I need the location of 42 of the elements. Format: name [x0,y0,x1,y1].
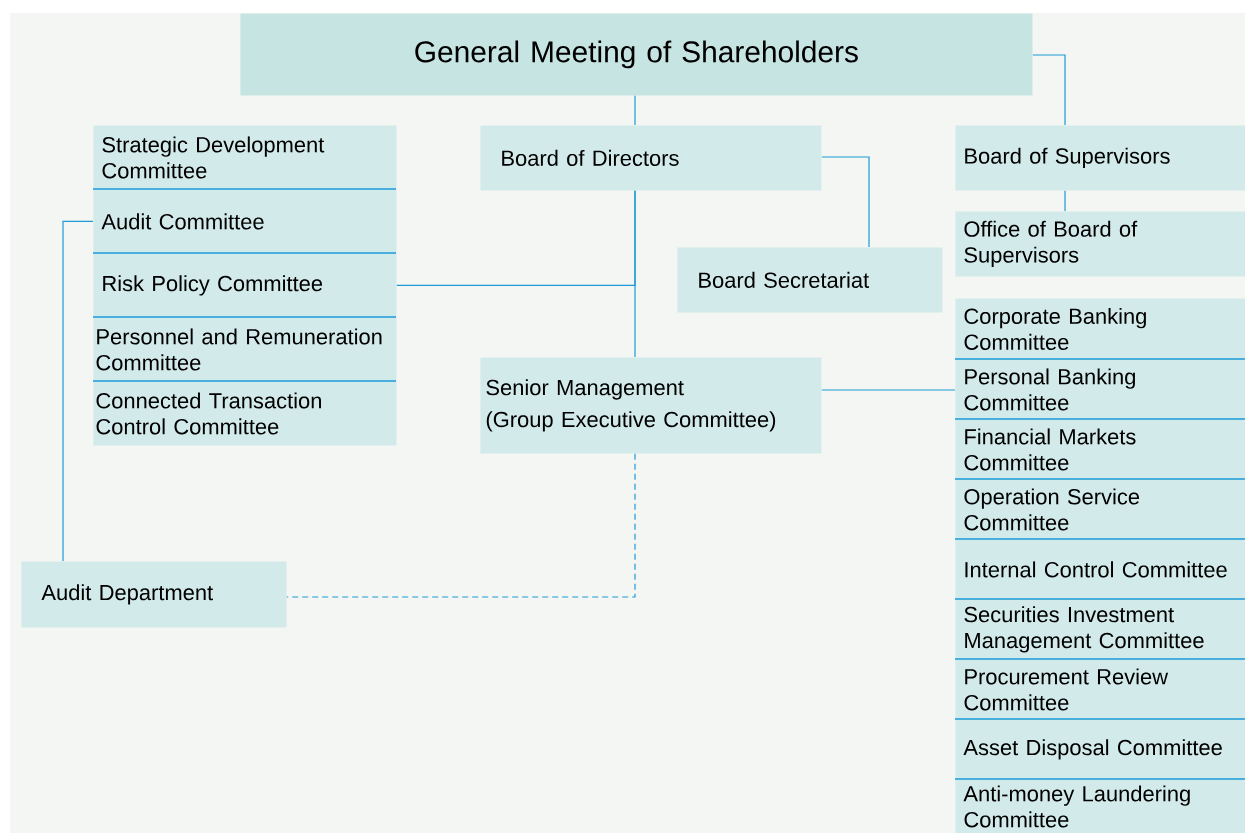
node-label: Audit Committee [101,213,264,230]
org-box: Personnel and Remuneration Committee [93,317,397,382]
node-label: Risk Policy Committee [103,275,323,296]
org-box: Board Secretariat [677,247,943,313]
node-label: Personal Banking Committee [964,368,1135,411]
org-box: Board of Supervisors [955,125,1245,191]
org-box: Audit Committee [93,189,397,254]
connector-line [634,95,636,126]
org-box: Corporate Banking Committee [955,298,1245,360]
org-box: Office of Board of Supervisors [955,211,1245,277]
node-label: Connected Transaction Control Committee [96,392,321,435]
org-box: Operation Service Committee [955,479,1245,540]
org-box: Senior Management (Group Executive Committee) [480,357,822,454]
connector-line [821,389,956,391]
node-label: Operation Service Committee [964,488,1140,531]
org-box: Risk Policy Committee [93,253,397,318]
org-box: Connected Transaction Control Committee [93,381,397,446]
dashed-connector [286,453,636,598]
org-box: Board of Directors [480,125,822,191]
node-label: Asset Disposal Committee [963,739,1222,760]
org-box: Strategic Development Committee [93,125,397,190]
node-label: Procurement Review Committee [964,668,1169,711]
org-box: Internal Control Committee [955,539,1245,600]
org-box: Audit Department [21,561,287,628]
node-label: Anti-money Laundering Committee [963,785,1190,828]
org-box: Procurement Review Committee [955,659,1245,720]
connector-line [821,156,870,248]
connector-line [1032,54,1066,126]
org-box: Anti-money Laundering Committee [955,779,1245,833]
org-box: Securities Investment Management Committee [955,599,1245,660]
node-label: Internal Control Committee [965,561,1227,578]
org-box: Personal Banking Committee [955,359,1245,420]
node-label: Securities Investment Management Committee [964,606,1204,653]
title-box: General Meeting of Shareholders [240,13,1033,96]
connector-line [62,220,94,562]
org-box: Financial Markets Committee [955,419,1245,480]
connector-line [396,190,636,286]
node-label: Corporate Banking Committee [964,307,1146,350]
node-label: Financial Markets Committee [964,428,1136,471]
org-box: Asset Disposal Committee [955,719,1245,780]
connector-line [1064,190,1066,212]
node-label: Personnel and Remuneration Committee [96,328,382,371]
